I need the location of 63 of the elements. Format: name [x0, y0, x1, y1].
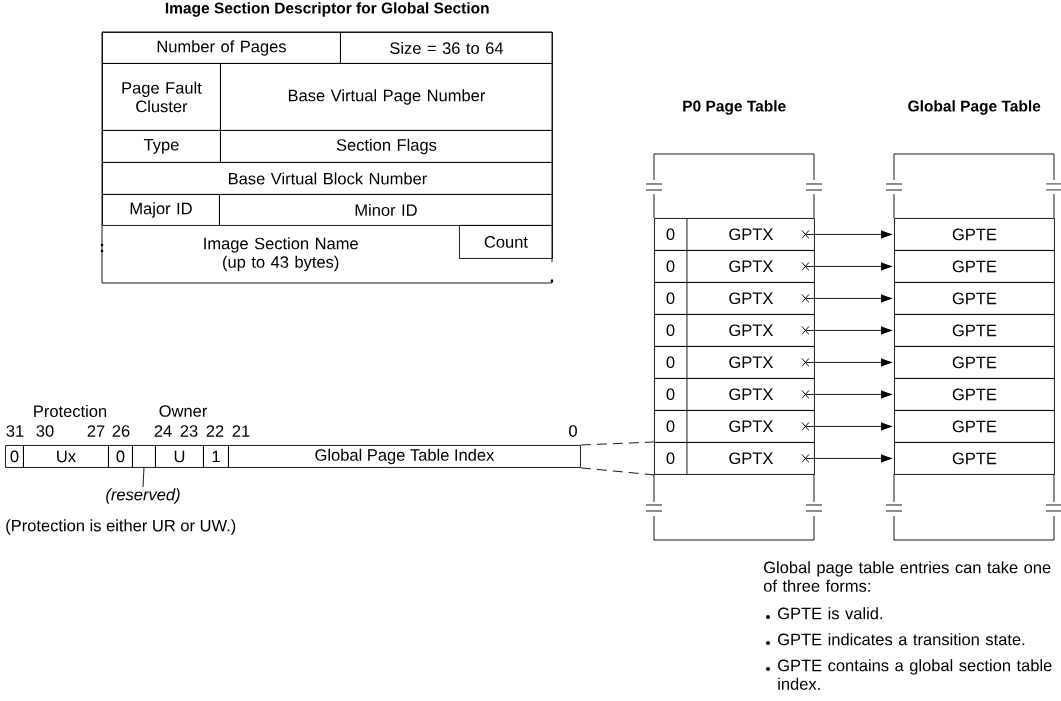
bit-number: 0: [569, 425, 577, 437]
table-cell: Image Section Name (up to 43 bytes): [204, 237, 358, 272]
table-row: 0 GPTX: [654, 218, 815, 251]
arrow: [801, 230, 893, 239]
node-label: Image Section Descriptor for Global Section: [165, 2, 489, 17]
table-row: 0 GPTX: [654, 250, 815, 283]
table-row: 0 GPTX: [654, 282, 815, 315]
table-cell: Number of Pages: [102, 32, 341, 64]
bullet-item: GPTE indicates a transition state.: [766, 633, 1025, 646]
table-row: GPTE: [894, 218, 1055, 251]
table-row: GPTE: [894, 410, 1055, 443]
table-cell: Base Virtual Page Number: [220, 63, 553, 131]
table-cell: Page Fault Cluster: [102, 63, 221, 131]
arrow: [801, 358, 893, 367]
table-cell: Minor ID: [219, 194, 553, 226]
bit-number: 26: [112, 425, 130, 437]
arrow: [801, 422, 893, 431]
table-row: 0 GPTX: [654, 378, 815, 411]
table-row: GPTE: [894, 250, 1055, 283]
arrow: [801, 262, 893, 271]
field-label: Protection: [34, 404, 107, 418]
bit-number: 31: [6, 425, 24, 437]
bit-number: 27: [87, 425, 105, 437]
leader-line: [142, 467, 145, 488]
bit-number: 22: [206, 425, 224, 437]
bullet-item: GPTE contains a global section table index.: [766, 659, 1052, 690]
bit-number: 23: [180, 425, 198, 437]
bit-field: 0: [5, 445, 24, 468]
table-row: GPTE: [894, 314, 1055, 347]
bit-field: [132, 445, 156, 468]
bit-field: U: [155, 445, 204, 468]
field-label: Owner: [159, 405, 208, 417]
bullet-item: GPTE is valid.: [766, 607, 883, 620]
table-row: 0 GPTX: [654, 442, 815, 475]
note: (Protection is either UR or UW.): [6, 519, 236, 535]
bit-field: Global Page Table Index: [228, 445, 581, 468]
table-row: GPTE: [894, 282, 1055, 315]
table-cell: Section Flags: [220, 130, 553, 163]
note: Global page table entries can take one of three forms:: [763, 561, 1051, 592]
arrow: [801, 454, 893, 463]
table-cell: Type: [102, 130, 221, 163]
table-cell: Count: [459, 225, 553, 259]
bit-number: 24: [154, 425, 172, 437]
arrow: [801, 294, 893, 303]
bit-number: 30: [36, 425, 54, 437]
field-label: (reserved): [106, 488, 180, 504]
bit-field: 0: [108, 445, 133, 468]
table-row: GPTE: [894, 442, 1055, 475]
bit-field: 1: [203, 445, 229, 468]
table-cell: Base Virtual Block Number: [102, 162, 553, 195]
table-row: 0 GPTX: [654, 410, 815, 443]
bit-field: Ux: [23, 445, 109, 468]
dashed-line: [580, 441, 655, 446]
table-cell: Major ID: [102, 194, 220, 226]
table-row: 0 GPTX: [654, 314, 815, 347]
table-row: GPTE: [894, 378, 1055, 411]
bit-number: 21: [232, 425, 250, 437]
table-row: GPTE: [894, 346, 1055, 379]
arrow: [801, 390, 893, 399]
dashed-line: [580, 467, 655, 476]
arrow: [801, 326, 893, 335]
table-cell: Size = 36 to 64: [340, 32, 553, 64]
table-row: 0 GPTX: [654, 346, 815, 379]
